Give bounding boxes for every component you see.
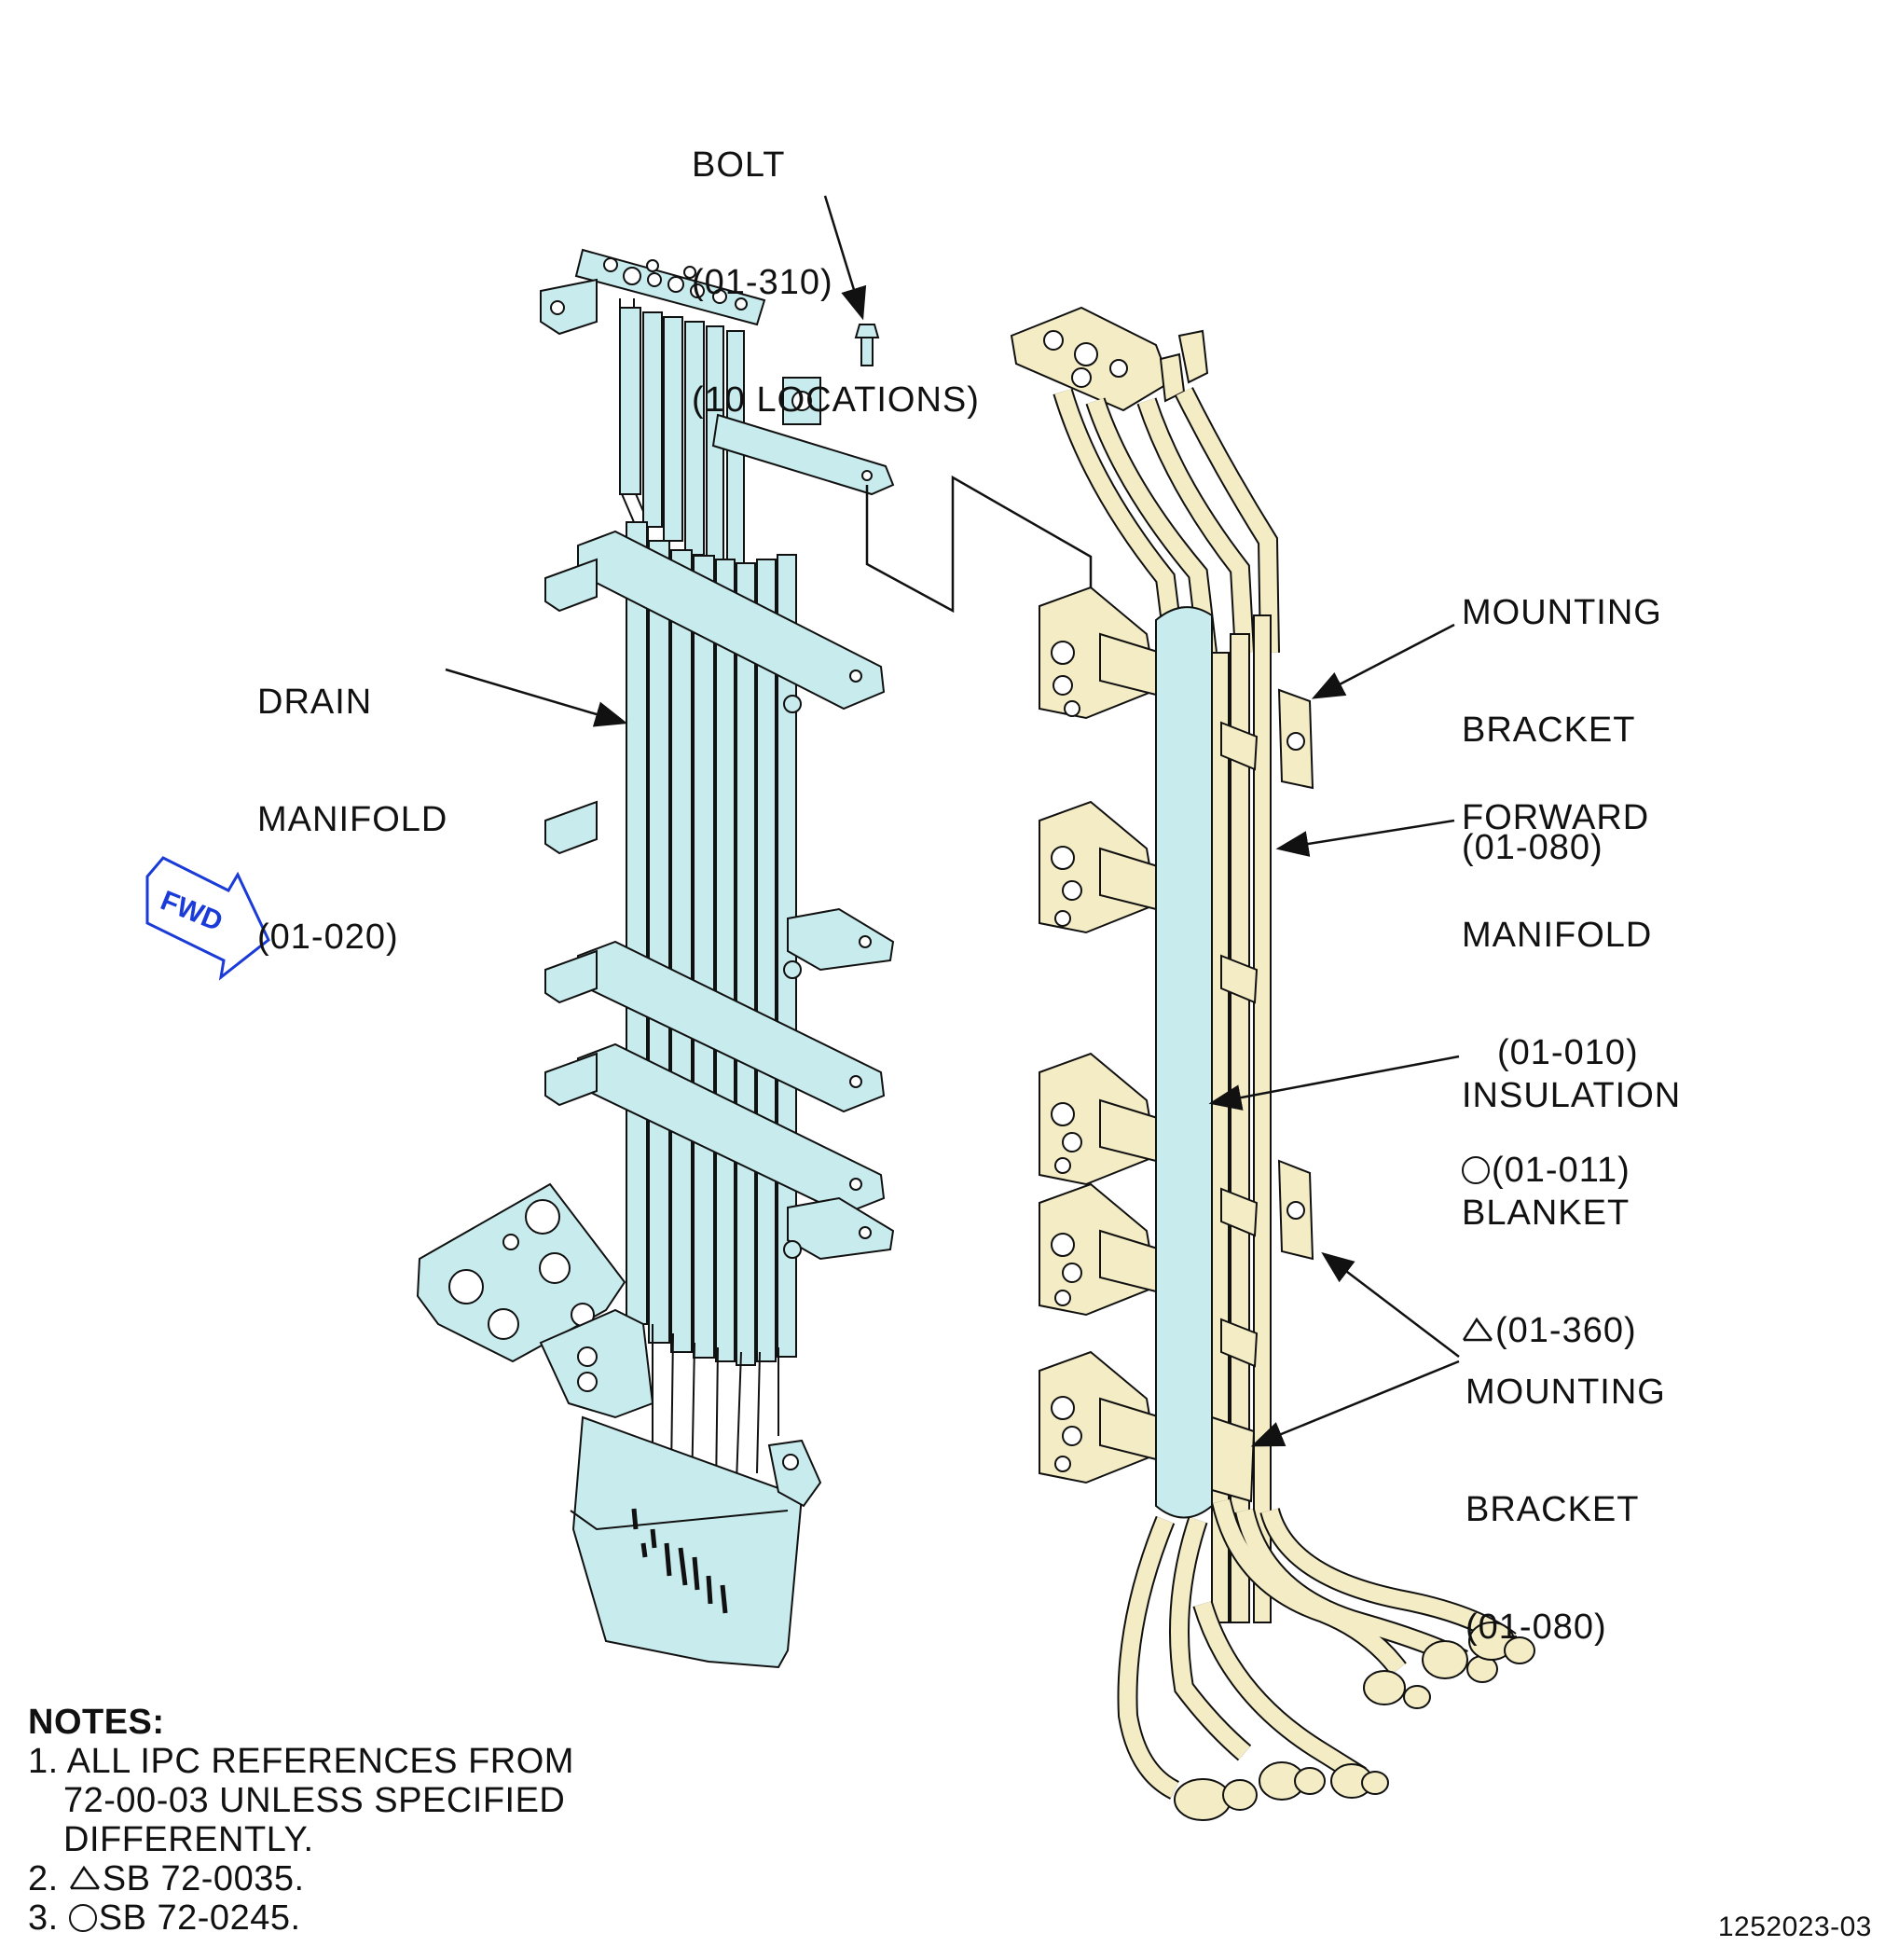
- callout-mb-bot-line2: BRACKET: [1465, 1490, 1640, 1529]
- callout-drain-line3: (01-020): [257, 918, 399, 957]
- callout-fwd-line1: FORWARD: [1462, 798, 1650, 837]
- callout-mb-bot-line1: MOUNTING: [1465, 1373, 1666, 1412]
- drain-manifold: [416, 248, 895, 1669]
- callout-fwd-line3: (01-010): [1497, 1033, 1639, 1072]
- callout-mb-top-line2: BRACKET: [1462, 711, 1636, 750]
- callout-ins-line3-wrap: (01-360): [1462, 1311, 1681, 1350]
- circle-effectivity-icon: [68, 1904, 97, 1932]
- callout-drain-line2: MANIFOLD: [257, 800, 448, 839]
- callout-bolt-line2: (01-310): [692, 263, 833, 302]
- bolt-hardware: [854, 324, 880, 366]
- note-1-line2: 72-00-03 UNLESS SPECIFIED: [63, 1781, 566, 1820]
- callout-insulation-blanket: INSULATION BLANKET (01-360): [1462, 998, 1681, 1389]
- callout-forward-manifold: FORWARD MANIFOLD (01-010) (01-011): [1462, 720, 1652, 1229]
- drain-pan: [571, 1415, 804, 1669]
- callout-drain-manifold: DRAIN MANIFOLD (01-020): [257, 604, 447, 996]
- note-2: 2. SB 72-0035.: [28, 1859, 574, 1898]
- note-3-text: SB 72-0245.: [98, 1898, 301, 1938]
- callout-mb-top-line3: (01-080): [1462, 828, 1603, 867]
- triangle-effectivity-icon: [69, 1865, 100, 1890]
- callout-mounting-bracket-bottom: MOUNTING BRACKET (01-080): [1465, 1294, 1666, 1686]
- forward-manifold: [1010, 306, 1535, 1821]
- callout-mounting-bracket-top: MOUNTING BRACKET (01-080): [1462, 515, 1662, 906]
- insulation-blanket: [1155, 606, 1213, 1519]
- callout-ins-line2: BLANKET: [1462, 1194, 1630, 1233]
- leader-lines: [445, 195, 1460, 1447]
- note-2-text: SB 72-0035.: [102, 1859, 305, 1898]
- callout-drain-line1: DRAIN: [257, 683, 373, 722]
- callout-fwd-line2: MANIFOLD: [1462, 916, 1653, 955]
- note-1-line1: 1. ALL IPC REFERENCES FROM: [28, 1742, 574, 1781]
- note-3: 3. SB 72-0245.: [28, 1898, 574, 1938]
- callout-bolt: BOLT (01-310) (10 LOCATIONS): [692, 67, 980, 459]
- circle-effectivity-icon: [1462, 1156, 1490, 1184]
- note-3-prefix: 3.: [28, 1898, 59, 1938]
- callout-bolt-line3: (10 LOCATIONS): [692, 380, 980, 420]
- callout-fwd-line4: (01-011): [1492, 1151, 1630, 1190]
- triangle-effectivity-icon: [1462, 1317, 1493, 1342]
- callout-ins-line1: INSULATION: [1462, 1076, 1682, 1115]
- notes-block: NOTES: 1. ALL IPC REFERENCES FROM 72-00-…: [28, 1703, 574, 1938]
- callout-bolt-line1: BOLT: [692, 145, 786, 185]
- notes-title: NOTES:: [28, 1703, 165, 1742]
- drawing-number: 1252023-03: [1717, 1912, 1872, 1942]
- forward-direction-arrow: FWD: [145, 856, 270, 981]
- callout-fwd-line4-wrap: (01-011): [1462, 1151, 1652, 1190]
- note-1-line3: DIFFERENTLY.: [63, 1820, 314, 1859]
- callout-mb-bot-line3: (01-080): [1465, 1608, 1607, 1647]
- bolt-location-link: [865, 475, 1093, 614]
- callout-mb-top-line1: MOUNTING: [1462, 593, 1662, 632]
- note-2-prefix: 2.: [28, 1859, 59, 1898]
- callout-ins-line3: (01-360): [1495, 1311, 1637, 1350]
